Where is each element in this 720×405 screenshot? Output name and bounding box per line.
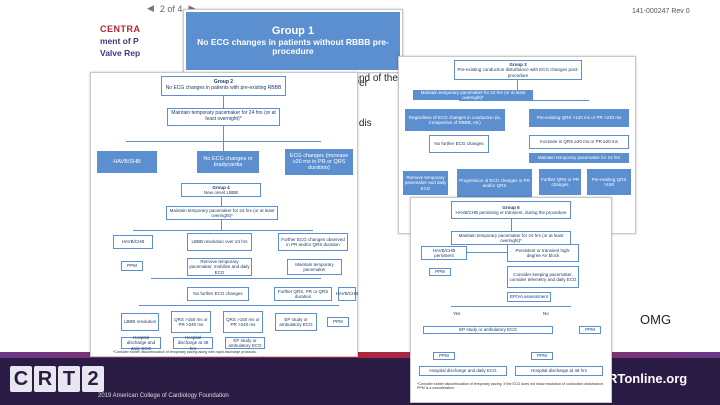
connector bbox=[126, 141, 321, 142]
ecg-changes-box: ECG changes (increase ≥20 ms in PR or QR… bbox=[285, 149, 353, 175]
maintain-pacer-box-r2: Maintain temporary pacemaker for 24 hrs … bbox=[451, 231, 571, 245]
document-id: 141-000247 Rev 0 bbox=[632, 8, 690, 15]
group3-subtitle: Pre-existing conduction disturbance with… bbox=[457, 67, 579, 78]
no-label: No bbox=[543, 311, 549, 316]
havb-chb-box: HAVB/CHB bbox=[113, 235, 153, 249]
logo-letter: T bbox=[58, 366, 80, 392]
slide-title-line-2: ment of P bbox=[100, 36, 139, 46]
progression-box: Progression of ECG changes in PR and/or … bbox=[457, 169, 532, 197]
group5-subtitle: HAVB/CHB persisting or transient, during… bbox=[455, 210, 567, 215]
footnote: *Consider earlier discontinuation of tem… bbox=[417, 382, 604, 386]
lbbb-resolution-box: LBBB resolution over 24 hrs bbox=[187, 233, 252, 251]
footnotes-right: *Consider earlier discontinuation of tem… bbox=[417, 382, 607, 391]
regardless-box: Regardless of ECG changes in conduction … bbox=[405, 109, 505, 131]
group2-header: Group 2 No ECG changes in patients with … bbox=[161, 76, 286, 96]
maintain-pacer-box-3: Maintain temporary pacemaker bbox=[287, 259, 342, 275]
eps-box-2: EP study or ambulatory ECG bbox=[225, 337, 265, 349]
footnotes-left: *Consider earlier discontinuation of tem… bbox=[113, 350, 353, 354]
maintain-pacer-box-2: Maintain temporary pacemaker for 24 hrs … bbox=[166, 206, 278, 220]
ppm-box: PPM bbox=[121, 261, 143, 271]
further-changes-box: Further ECG changes observed in PR and/o… bbox=[278, 233, 348, 251]
ppm-box-e: PPM bbox=[433, 352, 455, 360]
group4-subtitle: New onset LBBB bbox=[203, 190, 239, 195]
ppm-box-d: PPM bbox=[579, 326, 601, 334]
connector bbox=[221, 220, 222, 230]
next-page-button[interactable]: ▶ bbox=[188, 3, 196, 13]
havb-box-2: HAVB/CHB bbox=[336, 287, 358, 301]
further-qrs-box-r: Further QRS or PR changes bbox=[539, 169, 581, 195]
group4-title: Group 4 bbox=[212, 184, 230, 190]
group2-subtitle: No ECG changes in patients with pre-exis… bbox=[165, 85, 282, 91]
group5-header: Group 5 HAVB/CHB persisting or transient… bbox=[451, 201, 571, 219]
site-name: RTonline.org bbox=[608, 371, 688, 386]
group2-title: Group 2 bbox=[213, 79, 234, 86]
pre-existing-qrs-box: Pre-existing QRS >150 bbox=[587, 169, 631, 195]
group5-title: Group 5 bbox=[502, 204, 520, 210]
group1-title: Group 1 bbox=[271, 24, 315, 37]
logo-letter: 2 bbox=[82, 366, 104, 392]
logo-letter: R bbox=[34, 366, 56, 392]
connector bbox=[221, 197, 222, 206]
connector bbox=[139, 305, 339, 306]
qrs-150-box: QRS >150 ms or PR >240 ms bbox=[171, 311, 211, 333]
slide-title-line-3: Valve Rep bbox=[100, 48, 141, 58]
ppm-box-f: PPM bbox=[531, 352, 553, 360]
qrs-150-box-2: QRS >150 ms or PR >240 ms bbox=[223, 311, 263, 333]
remove-pacer-box: Remove temporary pacemaker, mobilize and… bbox=[187, 258, 252, 276]
lbbb-resolution-box-2: LBBB resolution bbox=[121, 313, 159, 331]
slide-title-line-1: CENTRA bbox=[100, 24, 141, 34]
footnote: *Consider earlier discontinuation of tem… bbox=[113, 350, 257, 354]
pre-existing-box: Pre-existing QRS >120 ms or PR >240 ms bbox=[529, 109, 629, 127]
group5-paper: Group 5 HAVB/CHB persisting or transient… bbox=[410, 197, 612, 403]
havb-persist-box: HAVB/CHB persistent bbox=[421, 246, 467, 260]
crt-logo: C R T 2 bbox=[10, 366, 104, 392]
page-number: 2 of 4 bbox=[159, 3, 183, 14]
hospital-discharge-box: Hospital discharge and daily ECG bbox=[121, 335, 161, 351]
transient-box: Persistent or transient high-degree AV b… bbox=[507, 244, 579, 262]
eps-consider-box: EP study or ambulatory ECG bbox=[423, 326, 553, 334]
group1-subtitle: No ECG changes in patients without RBBB … bbox=[197, 36, 389, 57]
footnote: PPM is a consideration. bbox=[417, 386, 455, 391]
connector bbox=[151, 278, 321, 279]
remove-pacer-box-r: Remove temporary pacemaker and daily ECG bbox=[403, 171, 448, 195]
group3-header: Group 3 Pre-existing conduction disturba… bbox=[454, 60, 582, 80]
connector bbox=[517, 80, 518, 90]
maintain-24-box: Maintain temporary pacemaker for 24 hrs bbox=[529, 153, 629, 163]
prev-page-button[interactable]: ◀ bbox=[147, 3, 154, 13]
connector bbox=[223, 126, 224, 151]
omg-label: OMG bbox=[640, 312, 672, 327]
group1-paper: Group 1 No ECG changes in patients witho… bbox=[183, 9, 403, 73]
group2-paper: Group 2 No ECG changes in patients with … bbox=[90, 72, 358, 357]
maintain-pacer-box-r: Maintain temporary pacemaker for 24 hrs … bbox=[413, 90, 533, 100]
page-indicator: ◀ 2 of 4 ▶ bbox=[147, 3, 195, 14]
consider-box: Consider keeping pacemaker, consider tel… bbox=[507, 266, 579, 288]
no-further-box: No further ECG changes bbox=[429, 135, 489, 153]
maintain-pacer-box: Maintain temporary pacemaker for 24 hrs … bbox=[167, 108, 280, 126]
further-qrs-box: Further QRS, PR or QRS duration bbox=[274, 287, 332, 301]
group4-header: Group 4 New onset LBBB bbox=[181, 183, 261, 197]
ppm-box-c: PPM bbox=[429, 268, 451, 276]
group3-title: Group 3 bbox=[509, 62, 527, 68]
connector bbox=[459, 100, 589, 101]
eps-box: EP study or ambulatory ECG bbox=[275, 313, 317, 331]
ppm-box-2: PPM bbox=[327, 317, 349, 327]
connector bbox=[451, 306, 571, 307]
hospital-discharge-box-3: Hospital discharge and daily ECG bbox=[419, 366, 507, 376]
hospital-discharge-box-2: Hospital discharge at 48 hrs bbox=[173, 335, 213, 351]
hospital-discharge-box-4: Hospital discharge at 48 hrs bbox=[515, 366, 603, 376]
footer-copyright: 2019 American College of Cardiology Foun… bbox=[98, 393, 229, 399]
connector bbox=[511, 219, 512, 231]
group1-header: Group 1 No ECG changes in patients witho… bbox=[186, 12, 400, 70]
connector bbox=[133, 230, 313, 231]
havb-box: HAVB/SHB bbox=[97, 151, 157, 173]
connector bbox=[223, 96, 224, 108]
footer-accent bbox=[0, 352, 720, 358]
eps-assess-box: EP/VA assessment bbox=[507, 292, 551, 302]
no-further-ecg-box: No further ECG changes bbox=[187, 287, 249, 301]
logo-letter: C bbox=[10, 366, 32, 392]
yes-label: Yes bbox=[453, 311, 461, 316]
increase-qrs-box: Increase in QRS ≥20 ms or PR ≥20 ms bbox=[529, 135, 629, 149]
no-ecg-change-box: No ECG changes or bradycardia bbox=[197, 151, 259, 173]
